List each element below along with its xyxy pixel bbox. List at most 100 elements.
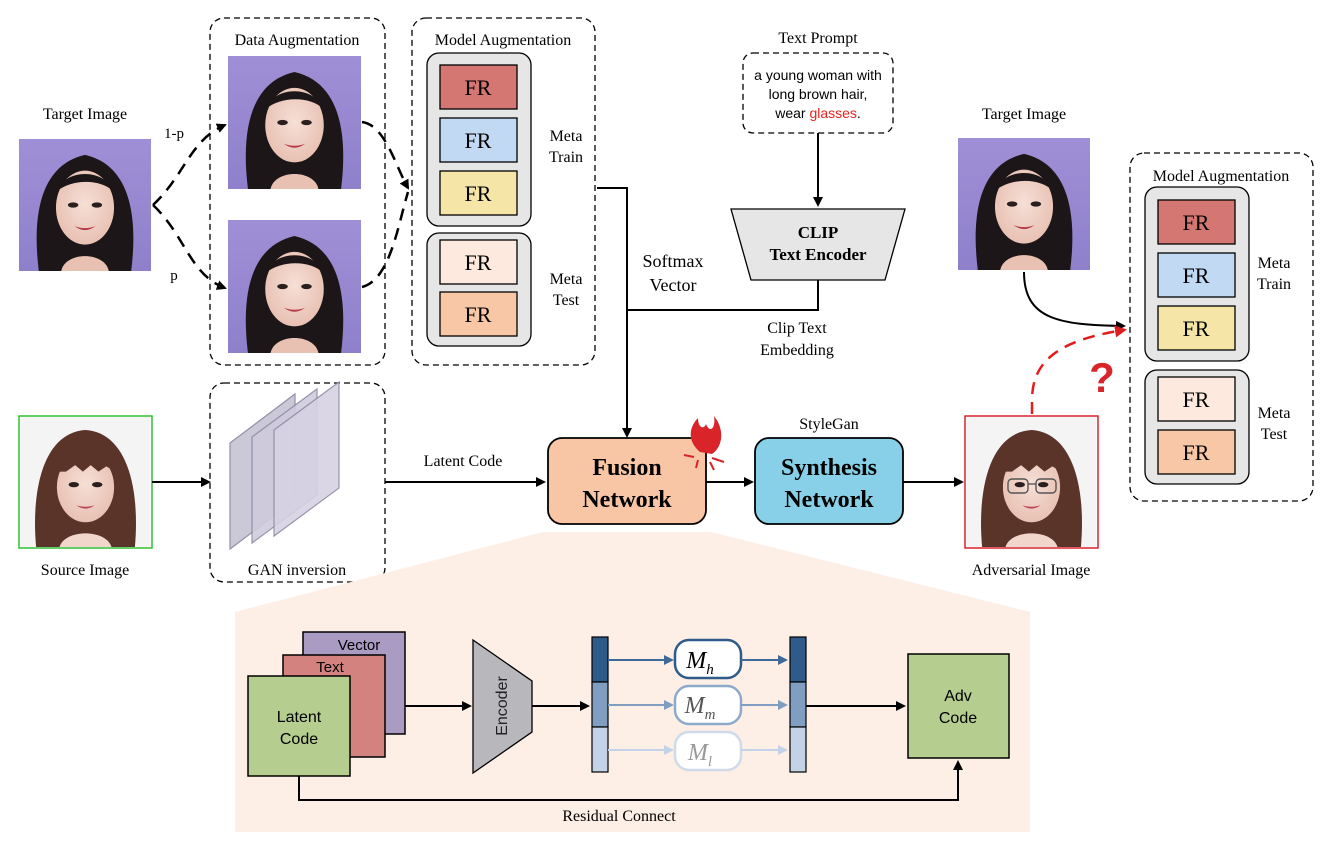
target-to-model-arrow bbox=[1023, 271, 1126, 331]
latent-code-layer-label-2: Code bbox=[280, 731, 318, 748]
fr-label: FR bbox=[1183, 316, 1210, 341]
m-h-label: Mh bbox=[685, 648, 714, 678]
fr-model-peach-right bbox=[1157, 429, 1236, 475]
merge-arrow-upper bbox=[361, 120, 410, 190]
fr-model-cream-left bbox=[439, 239, 518, 285]
question-mark-icon: ? bbox=[1089, 354, 1115, 401]
adversarial-query-arrow bbox=[1030, 325, 1127, 414]
adv-code-label-1: Adv bbox=[944, 688, 972, 705]
residual-connect-label: Residual Connect bbox=[562, 808, 676, 825]
vector-layer-label: Vector bbox=[338, 637, 381, 654]
fr-label: FR bbox=[1183, 440, 1210, 465]
target-image-right-label: Target Image bbox=[982, 106, 1066, 123]
zoom-connector bbox=[235, 532, 1030, 612]
fusion-network-label-2: Network bbox=[582, 487, 672, 513]
m-l-label: Ml bbox=[687, 740, 712, 770]
adversarial-image-frame bbox=[964, 415, 1099, 549]
fr-label: FR bbox=[465, 250, 492, 275]
adversarial-image bbox=[966, 417, 1097, 547]
fr-model-red-right bbox=[1157, 199, 1236, 245]
meta-train-label-left-1: Meta bbox=[550, 128, 583, 145]
trainable-flame-icon bbox=[683, 416, 725, 471]
stylegan-label: StyleGan bbox=[799, 416, 859, 433]
synthesis-network-label-2: Network bbox=[784, 487, 874, 513]
meta-test-label-left-2: Test bbox=[553, 292, 580, 309]
latent-code-layer-label-1: Latent bbox=[277, 709, 322, 726]
model-augmentation-panel-left bbox=[411, 17, 596, 366]
synthesis-network-label-1: Synthesis bbox=[781, 455, 877, 481]
fr-label: FR bbox=[1183, 263, 1210, 288]
fr-model-blue-right bbox=[1157, 252, 1236, 298]
model-augmentation-title-right: Model Augmentation bbox=[1153, 168, 1289, 185]
adversarial-image-label: Adversarial Image bbox=[972, 562, 1091, 579]
source-image-label: Source Image bbox=[41, 562, 129, 579]
fr-model-yellow-right bbox=[1157, 305, 1236, 351]
model-augmentation-title-left: Model Augmentation bbox=[435, 32, 571, 49]
clip-label-1: CLIP bbox=[798, 223, 839, 242]
branch-arrows bbox=[152, 123, 227, 290]
meta-test-label-left-1: Meta bbox=[550, 271, 583, 288]
fr-model-peach-left bbox=[439, 291, 518, 337]
target-image-right bbox=[958, 138, 1090, 270]
fr-model-red-left bbox=[439, 64, 518, 110]
feature-vector-left bbox=[591, 636, 609, 773]
prompt-wear: wear bbox=[774, 105, 809, 121]
prompt-line-3: wear glasses. bbox=[774, 105, 861, 121]
meta-train-label-left-2: Train bbox=[549, 149, 583, 166]
clip-embedding-connector bbox=[627, 280, 819, 311]
clip-text-encoder bbox=[730, 208, 906, 281]
fr-model-yellow-left bbox=[439, 170, 518, 216]
text-prompt-title: Text Prompt bbox=[778, 30, 858, 47]
augmented-image-2 bbox=[228, 220, 361, 353]
clip-label-2: Text Encoder bbox=[769, 245, 867, 264]
m-m-label: Mm bbox=[684, 693, 716, 723]
prob-one-minus-p-label: 1-p bbox=[164, 126, 184, 142]
target-image-left bbox=[19, 139, 151, 271]
data-augmentation-title: Data Augmentation bbox=[235, 32, 360, 49]
meta-train-label-right-2: Train bbox=[1257, 276, 1291, 293]
merge-arrow-lower bbox=[361, 191, 410, 289]
fr-label: FR bbox=[465, 75, 492, 100]
prompt-line-1: a young woman with bbox=[754, 67, 882, 83]
prompt-glasses: glasses bbox=[809, 105, 856, 121]
adv-code-block bbox=[907, 653, 1010, 759]
gan-inversion-label: GAN inversion bbox=[248, 562, 346, 579]
prompt-line-2: long brown hair, bbox=[769, 86, 868, 102]
source-image bbox=[20, 417, 151, 547]
prob-p-label: p bbox=[170, 268, 178, 284]
meta-test-label-right-2: Test bbox=[1261, 426, 1288, 443]
data-augmentation-panel bbox=[209, 17, 386, 366]
gan-inversion-layers bbox=[229, 380, 340, 551]
adv-code-label-2: Code bbox=[939, 710, 977, 727]
fr-label: FR bbox=[1183, 387, 1210, 412]
fr-label: FR bbox=[465, 181, 492, 206]
merge-arrows bbox=[361, 120, 410, 289]
softmax-vector-label-2: Vector bbox=[650, 275, 697, 295]
residual-connection bbox=[298, 760, 963, 801]
latent-code-label: Latent Code bbox=[424, 453, 503, 470]
softmax-connector bbox=[597, 187, 632, 438]
latent-code-layer bbox=[247, 675, 351, 777]
fr-label: FR bbox=[1183, 210, 1210, 235]
text-prompt-box bbox=[742, 52, 894, 134]
prompt-period: . bbox=[857, 105, 861, 121]
target-image-left-label: Target Image bbox=[43, 106, 127, 123]
fusion-network-label-1: Fusion bbox=[592, 455, 661, 481]
fr-model-blue-left bbox=[439, 117, 518, 163]
softmax-vector-label-1: Softmax bbox=[643, 251, 704, 271]
encoder-label: Encoder bbox=[494, 676, 511, 736]
clip-embedding-label-1: Clip Text bbox=[767, 320, 827, 337]
fr-model-cream-right bbox=[1157, 376, 1236, 422]
text-layer-label: Text bbox=[316, 659, 344, 676]
model-augmentation-panel-right bbox=[1129, 152, 1314, 502]
fr-label: FR bbox=[465, 128, 492, 153]
meta-train-label-right-1: Meta bbox=[1258, 255, 1291, 272]
augmented-image-1 bbox=[228, 56, 361, 189]
fr-label: FR bbox=[465, 302, 492, 327]
encoder-block bbox=[472, 638, 533, 775]
branch-arrow-lower bbox=[152, 204, 227, 290]
feature-vector-right bbox=[789, 636, 807, 773]
meta-test-label-right-1: Meta bbox=[1258, 405, 1291, 422]
clip-embedding-label-2: Embedding bbox=[760, 342, 834, 359]
